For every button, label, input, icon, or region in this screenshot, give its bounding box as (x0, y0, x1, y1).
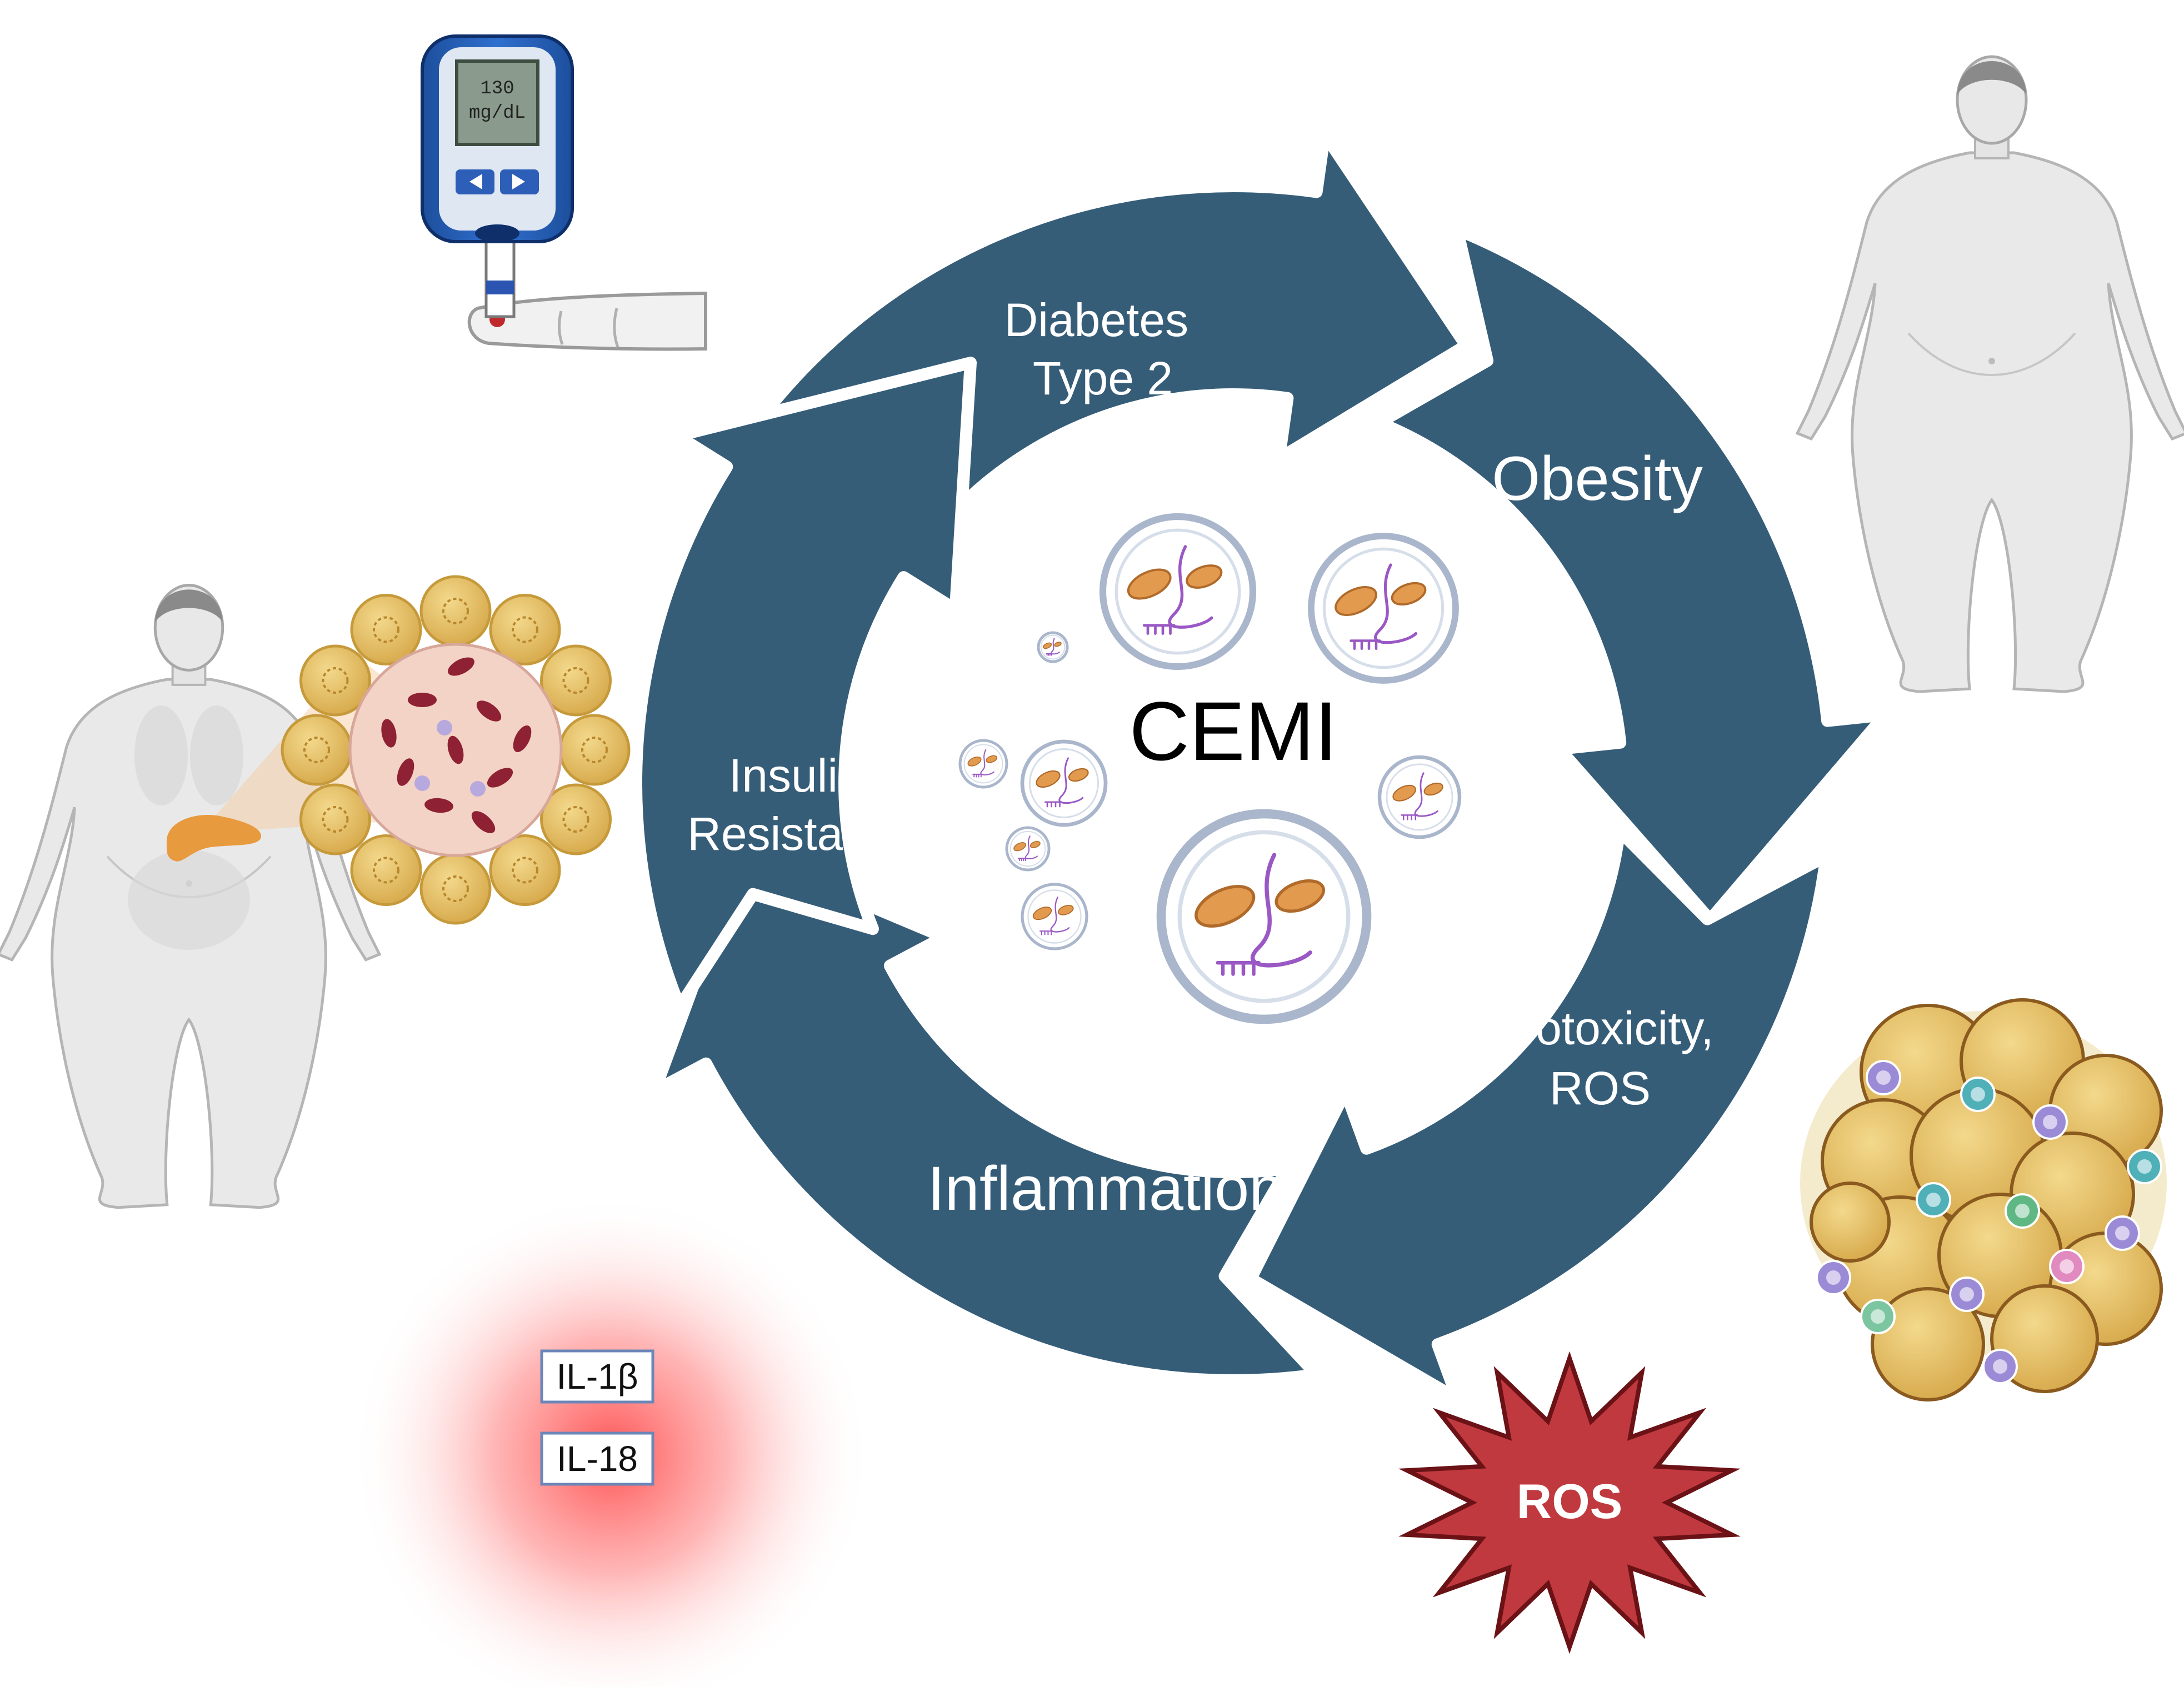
mitochondrion-icon (1032, 907, 1052, 920)
rna-strand-icon (1216, 853, 1312, 976)
pancreas-zoom-icon (166, 575, 631, 925)
cycle-arrow-obesity (1373, 223, 1892, 926)
glucometer-unit: mg/dL (469, 103, 526, 124)
diabetes-label: Diabetes Type 2 (1004, 294, 1202, 404)
vesicle-icon (958, 739, 1008, 789)
obesity-label: Obesity (1492, 444, 1703, 513)
rna-strand-icon (1039, 897, 1070, 935)
inflammation-label: Inflammation (927, 1154, 1283, 1223)
mitochondrion-icon (1392, 784, 1416, 802)
rna-strand-icon (1350, 563, 1418, 650)
rna-strand-icon (972, 749, 994, 778)
vesicle-icon (1005, 826, 1051, 872)
mitochondrion-icon (1186, 564, 1223, 589)
pancreas-body-icon (0, 584, 382, 1209)
rna-strand-icon (1046, 638, 1060, 656)
vesicle-icon (1308, 533, 1459, 684)
center-label: CEMI (1130, 684, 1338, 778)
cytokine-il1b-label: IL-1β (556, 1356, 638, 1396)
vesicle-icon (1377, 755, 1462, 839)
mitochondrion-icon (1335, 586, 1377, 616)
rna-strand-icon (1142, 545, 1213, 635)
obese-body-icon (1795, 55, 2184, 693)
glucometer-icon: 130 mg/dL (421, 34, 707, 351)
vesicle-icon (1020, 739, 1108, 827)
cycle-arrow-lipotoxicity (1245, 824, 1832, 1405)
vesicle-cluster (958, 513, 1462, 1024)
cytokine-il18-label: IL-18 (557, 1439, 638, 1479)
vesicle-icon (1156, 809, 1372, 1024)
mitochondrion-icon (1127, 568, 1172, 600)
vesicle-icon (1099, 513, 1257, 670)
vesicle-icon (1037, 631, 1069, 663)
cytokine-il18: IL-18 (540, 1431, 654, 1486)
mitochondrion-icon (1423, 782, 1443, 796)
mitochondrion-icon (1195, 885, 1256, 928)
vesicle-icon (1021, 883, 1088, 950)
mitochondrion-icon (1391, 582, 1427, 606)
mitochondrion-icon (1275, 879, 1326, 913)
diabetes-label-line1: Diabetes (1004, 294, 1189, 346)
mitochondrion-icon (1043, 642, 1052, 649)
mitochondrion-icon (1068, 768, 1089, 782)
lipotoxicity-label: Lipotoxicity, ROS (1473, 1002, 1727, 1114)
mitochondrion-icon (1013, 842, 1026, 852)
mitochondrion-icon (1036, 770, 1061, 788)
lipotoxicity-label-line1: Lipotoxicity, (1473, 1002, 1714, 1054)
diabetes-label-line2: Type 2 (1033, 352, 1173, 404)
insulin-label-line2: Resistance (687, 808, 918, 860)
rna-strand-icon (1017, 835, 1038, 862)
insulin-label-line1: Insulin (729, 749, 864, 802)
rna-strand-icon (1044, 757, 1084, 808)
mitochondrion-icon (1054, 642, 1062, 647)
ros-burst-label: ROS (1517, 1474, 1623, 1529)
cycle-arrow-insulin (630, 357, 977, 1013)
insulin-label: Insulin Resistance (687, 749, 918, 860)
ros-burst-icon: ROS (1398, 1351, 1741, 1654)
mitochondrion-icon (967, 756, 982, 767)
glucometer-value: 130 (480, 78, 514, 99)
cycle-arrow-inflammation (648, 846, 1323, 1386)
cycle-arrows (630, 128, 1892, 1405)
lipotoxicity-label-line2: ROS (1550, 1062, 1651, 1114)
mitochondrion-icon (1029, 841, 1041, 848)
mitochondrion-icon (1058, 904, 1074, 915)
cytokine-il1b: IL-1β (540, 1349, 654, 1404)
rna-strand-icon (1401, 772, 1438, 820)
adipose-tissue-icon (1800, 998, 2167, 1401)
mitochondrion-icon (986, 755, 998, 763)
